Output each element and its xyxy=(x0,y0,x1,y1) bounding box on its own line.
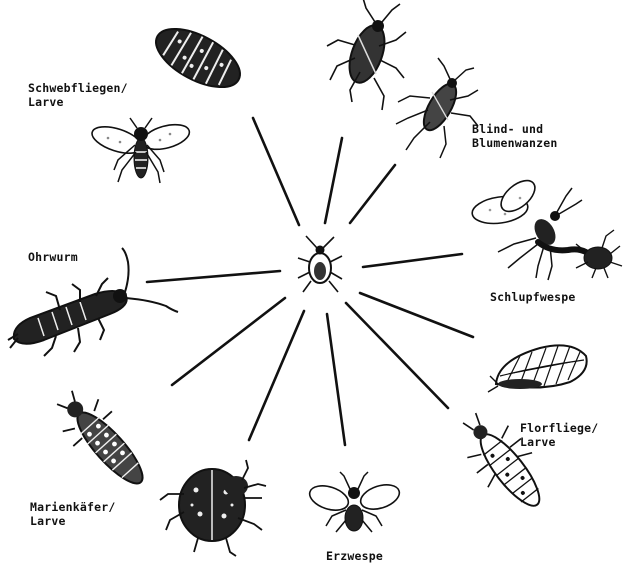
label-hoverfly-line1: Schwebfliegen/ xyxy=(28,81,128,95)
label-bugs-line1: Blind- und xyxy=(472,122,557,136)
label-ladybird-line2: Larve xyxy=(30,514,115,528)
hoverfly-larva-icon xyxy=(147,17,249,99)
spoke-wasp xyxy=(363,254,462,267)
label-chalcid-line1: Erzwespe xyxy=(326,549,383,563)
ladybird-icon xyxy=(160,460,266,556)
label-hoverfly-line2: Larve xyxy=(28,95,128,109)
label-lacewing-line1: Florfliege/ xyxy=(520,421,598,435)
label-earwig-line1: Ohrwurm xyxy=(28,250,78,264)
label-bugs: Blind- und Blumenwanzen xyxy=(472,122,557,150)
label-ladybird-line1: Marienkäfer/ xyxy=(30,500,115,514)
aphid-icon xyxy=(298,236,342,292)
hoverfly-icon xyxy=(89,118,192,183)
spoke-bug-right xyxy=(350,165,395,223)
label-parasitic-wasp: Schlupfwespe xyxy=(490,290,575,304)
spoke-lacewing-larva xyxy=(346,303,448,408)
label-parasitic-wasp-line1: Schlupfwespe xyxy=(490,290,575,304)
spoke-ladybird xyxy=(249,311,304,440)
label-earwig: Ohrwurm xyxy=(28,250,78,264)
lacewing-larva-icon xyxy=(447,401,559,522)
spoke-chalcid xyxy=(327,314,345,445)
mirid-bug-icon xyxy=(327,0,406,110)
flower-bug-icon xyxy=(396,58,478,158)
label-chalcid: Erzwespe xyxy=(326,549,383,563)
label-hoverfly: Schwebfliegen/ Larve xyxy=(28,81,128,109)
label-ladybird: Marienkäfer/ Larve xyxy=(30,500,115,528)
chalcid-wasp-icon xyxy=(307,472,403,532)
spoke-bug-upper xyxy=(325,138,342,223)
spoke-hoverfly xyxy=(253,118,299,225)
label-bugs-line2: Blumenwanzen xyxy=(472,136,557,150)
spoke-ladybird-larva xyxy=(172,298,285,385)
label-lacewing: Florfliege/ Larve xyxy=(520,421,598,449)
spoke-lacewing-adult xyxy=(360,293,473,337)
spoke-earwig xyxy=(147,271,280,282)
lacewing-icon xyxy=(488,345,587,392)
ladybird-larva-icon xyxy=(45,380,160,500)
earwig-icon xyxy=(8,248,178,356)
parasitic-wasp-icon xyxy=(470,175,622,280)
label-lacewing-line2: Larve xyxy=(520,435,598,449)
